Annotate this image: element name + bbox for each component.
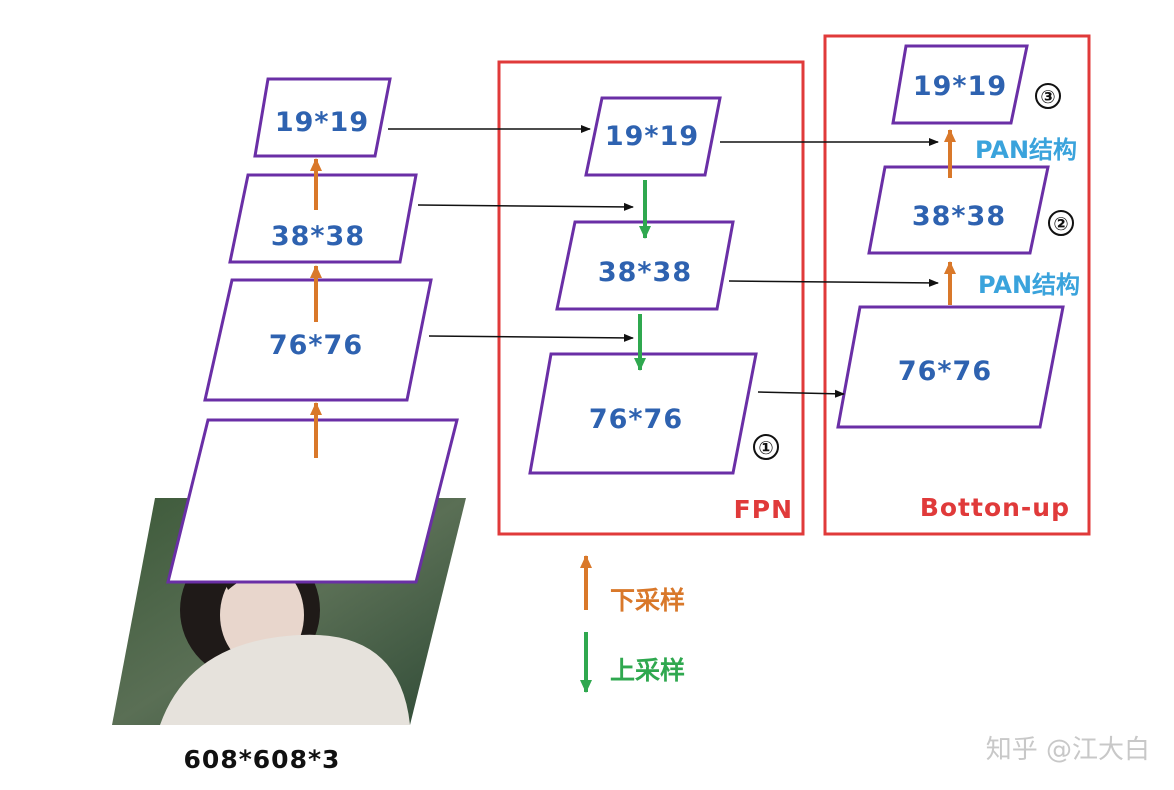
fpn-level-19: 19*19: [605, 121, 699, 152]
backbone-input-plane: [166, 418, 459, 584]
backbone-38-plane: [228, 173, 418, 264]
bottom-up-level-76: 76*76: [898, 356, 992, 387]
bottom-up-marker-3-circle: [1035, 83, 1061, 109]
bottom-up-level-19: 19*19: [913, 71, 1007, 102]
backbone-level-19: 19*19: [275, 107, 369, 138]
input-dims-label: 608*608*3: [184, 745, 341, 774]
watermark: 知乎 @江大白: [986, 735, 1150, 765]
fpn-box: [497, 60, 805, 536]
pan-label-bottom: PAN结构: [978, 271, 1080, 299]
bottom-up-38-plane: [867, 165, 1050, 255]
lateral-fpn76-to-bottomup76: [757, 389, 845, 398]
bottom-up-title: Botton-up: [920, 493, 1070, 522]
bottom-up-box: [823, 34, 1091, 536]
bottom-up-19-plane: [891, 44, 1029, 125]
fpn-title: FPN: [734, 495, 793, 524]
fpn-19-plane: [584, 96, 722, 177]
pan-label-top: PAN结构: [975, 136, 1077, 164]
bottom-up-76-plane: [836, 305, 1065, 429]
fpn-level-38: 38*38: [598, 257, 692, 288]
fpn-marker-circle: [753, 434, 779, 460]
fpn-level-76: 76*76: [589, 404, 683, 435]
legend-upsample-label: 上采样: [610, 656, 685, 685]
lateral-backbone38-to-fpn38: [417, 202, 634, 211]
backbone-76-plane: [203, 278, 433, 402]
fpn-76-plane: [528, 352, 758, 475]
legend-downsample-label: 下采样: [610, 586, 685, 615]
backbone-level-76: 76*76: [269, 330, 363, 361]
backbone-19-plane: [253, 77, 392, 158]
bottom-up-marker-2-circle: [1048, 210, 1074, 236]
fpn-marker: ①: [758, 438, 773, 459]
fpn-38-plane: [555, 220, 735, 311]
backbone-level-38: 38*38: [271, 221, 365, 252]
bottom-up-level-38: 38*38: [912, 201, 1006, 232]
bottom-up-marker-3: ③: [1040, 87, 1055, 108]
lateral-fpn38-to-bottomup38: [728, 278, 939, 287]
lateral-backbone76-to-fpn76: [428, 333, 634, 342]
bottom-up-marker-2: ②: [1053, 214, 1068, 235]
